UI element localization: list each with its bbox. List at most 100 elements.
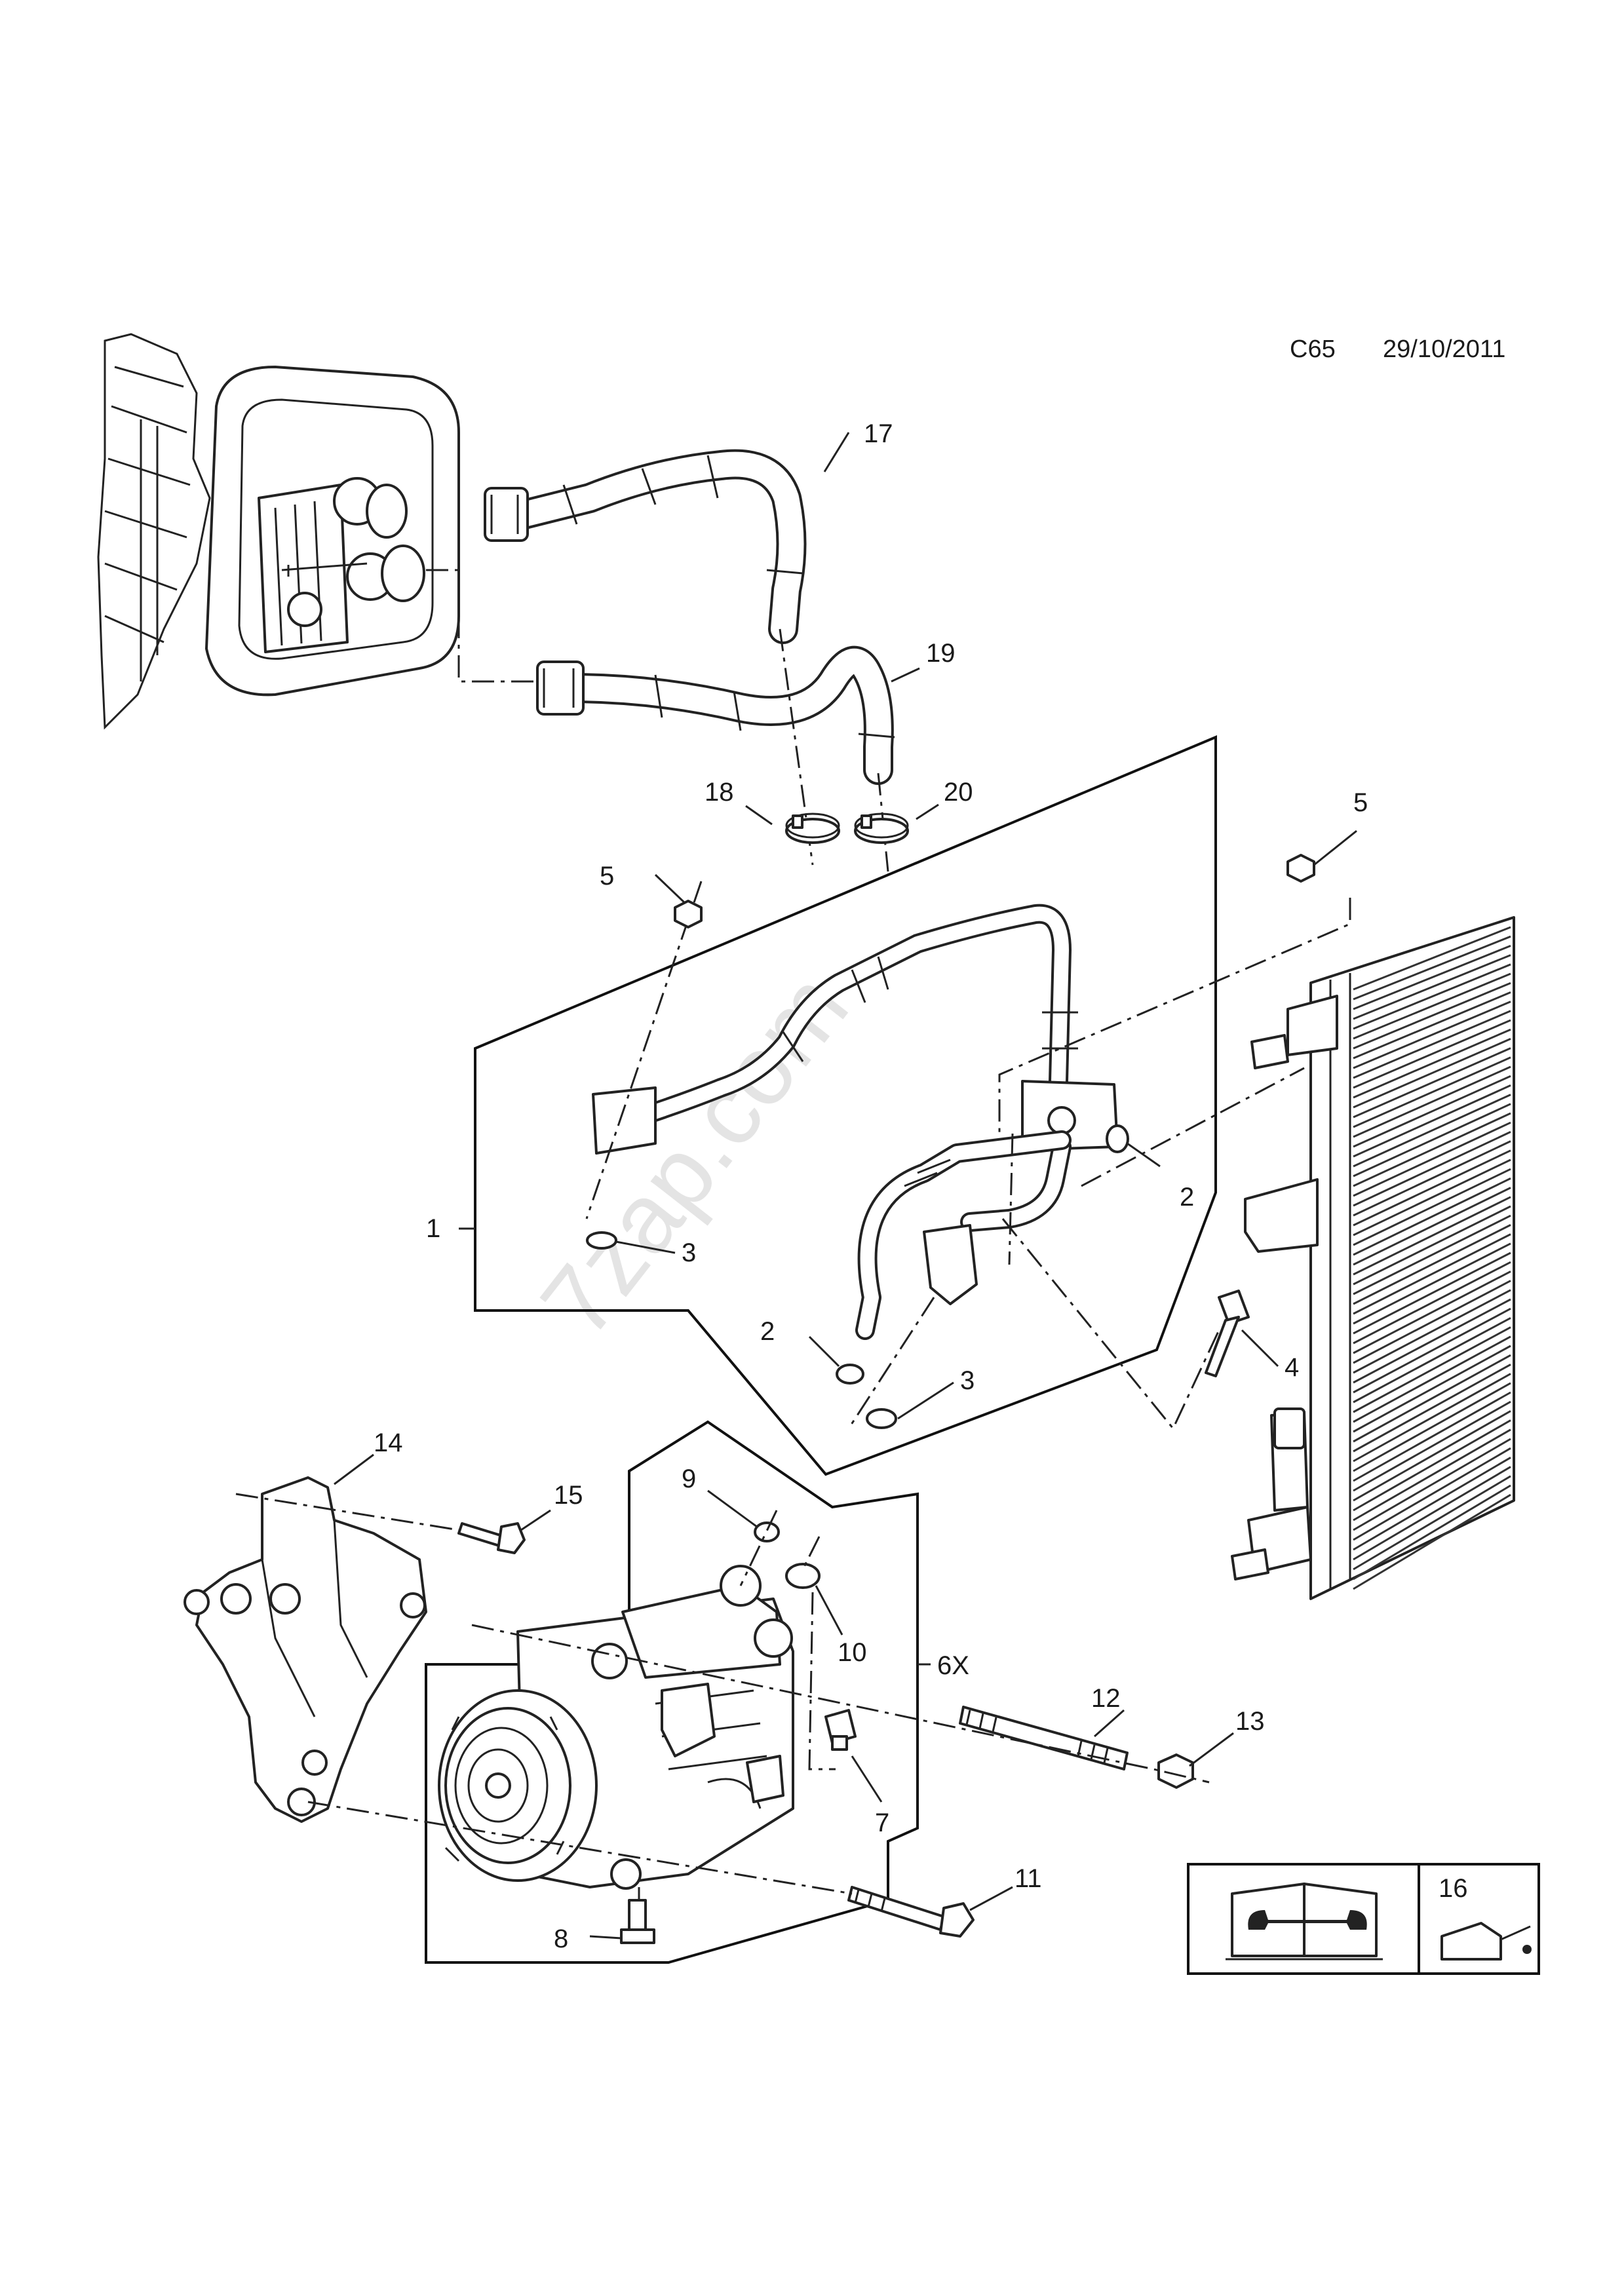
callout-7: 7 (875, 1808, 889, 1837)
callout-5b: 5 (1353, 788, 1368, 817)
callout-20: 20 (944, 778, 973, 807)
condenser-fin (1353, 1028, 1511, 1099)
condenser-fin (1353, 1475, 1511, 1571)
condenser-fin (1353, 972, 1511, 1040)
dash-line-15 (235, 1493, 459, 1531)
callout-1: 1 (426, 1214, 440, 1243)
dash-line-9-10-7 (739, 1510, 836, 1770)
quick-connector-19 (536, 660, 585, 716)
condenser-fin (1353, 954, 1511, 1020)
compressor-bracket-14 (184, 1476, 427, 1823)
fitting-7 (824, 1709, 857, 1751)
o-ring-9 (754, 1521, 780, 1542)
condenser-fin (1353, 926, 1511, 991)
leader-lines (334, 432, 1357, 1940)
condenser-fin (1353, 1177, 1511, 1256)
condenser-fin (1353, 1280, 1511, 1364)
callout-2b: 2 (760, 1317, 775, 1346)
stud-bolt-12 (959, 1706, 1129, 1770)
condenser-fin (1353, 1084, 1511, 1158)
o-ring-2a (1106, 1124, 1129, 1153)
condenser-fin (1353, 1391, 1511, 1482)
condenser-fin (1353, 1345, 1511, 1433)
condenser-fin (1353, 1419, 1511, 1512)
condenser-fin (1353, 1121, 1511, 1197)
ac-compressor (438, 1565, 794, 1890)
condenser-fin (1353, 1298, 1511, 1384)
dash-line-5a (585, 881, 703, 1219)
condenser-fin (1353, 945, 1511, 1010)
o-ring-2b (836, 1364, 864, 1385)
callout-3a: 3 (682, 1238, 696, 1267)
callout-18: 18 (705, 778, 734, 807)
condenser-fin (1353, 1447, 1511, 1541)
nut-5a (674, 900, 703, 928)
condenser-fin (1353, 1047, 1511, 1119)
diagram-date: 29/10/2011 (1383, 335, 1505, 363)
condenser-fin (1353, 1112, 1511, 1187)
condenser-fin (1353, 1354, 1511, 1443)
condenser-fin (1353, 1187, 1511, 1266)
callout-2a: 2 (1180, 1183, 1194, 1212)
condenser-fin (1353, 1466, 1511, 1561)
condenser-fin (1353, 1428, 1511, 1521)
condenser-fin (1353, 1196, 1511, 1276)
condenser-fin (1353, 1224, 1511, 1305)
heater-hose-19 (536, 645, 895, 785)
condenser-fin (1353, 1075, 1511, 1148)
condenser-fin (1353, 1131, 1511, 1207)
callout-12: 12 (1091, 1684, 1121, 1713)
nut-13 (1157, 1753, 1194, 1789)
condenser-fin (1353, 1271, 1511, 1354)
dash-line-bolt-4 (1001, 1218, 1220, 1430)
dash-line-11 (307, 1801, 853, 1895)
condenser-fin (1353, 1149, 1511, 1227)
callout-15: 15 (554, 1481, 583, 1510)
condenser-fin (1353, 1233, 1511, 1315)
condenser-fin (1353, 1158, 1511, 1236)
callout-11: 11 (1015, 1864, 1042, 1893)
condenser-fin (1353, 1019, 1511, 1089)
hose-clamp-20 (854, 813, 909, 844)
callout-3b: 3 (960, 1366, 975, 1395)
condenser-fin (1353, 1317, 1511, 1404)
callout-labels: 17 19 18 20 5 5 1 3 2 2 3 4 14 15 9 10 6… (374, 419, 1468, 1953)
group-frame-compressor (425, 1420, 919, 1964)
condenser-fin (1353, 991, 1511, 1060)
callout-4: 4 (1285, 1353, 1299, 1382)
callout-9: 9 (682, 1464, 696, 1493)
condenser-fin (1353, 963, 1511, 1030)
dash-line-lower-ports (847, 1133, 1014, 1429)
bolt-11 (847, 1886, 975, 1938)
diagram-code: C65 (1290, 335, 1336, 363)
callout-8: 8 (554, 1924, 568, 1953)
callout-14: 14 (374, 1428, 403, 1457)
condenser-fin (1353, 1261, 1511, 1345)
condenser-fin (1353, 1457, 1511, 1551)
dash-line-nut-5b (998, 898, 1351, 1140)
dash-line-pipe-condenser (1081, 1067, 1305, 1187)
bolt-8 (620, 1899, 655, 1944)
condenser-fin (1353, 1001, 1511, 1069)
o-ring-3b (866, 1408, 897, 1429)
bolt-4 (1205, 1290, 1250, 1377)
condenser-fin (1353, 982, 1511, 1050)
condenser-fin (1353, 1242, 1511, 1325)
condenser-fin (1353, 1140, 1511, 1217)
condenser-fin (1353, 1214, 1511, 1295)
condenser-fin (1353, 1038, 1511, 1109)
condenser-fin (1353, 935, 1511, 1001)
condenser-fin (1353, 1205, 1511, 1286)
condenser-fin (1353, 1438, 1511, 1531)
callout-16: 16 (1439, 1874, 1468, 1903)
condenser-fin (1353, 1484, 1511, 1580)
condenser-fin (1353, 1307, 1511, 1394)
callout-6x: 6X (937, 1651, 969, 1680)
legend-box (1187, 1863, 1540, 1975)
condenser-fin (1353, 1326, 1511, 1413)
callout-17: 17 (864, 419, 893, 448)
callout-13: 13 (1235, 1707, 1265, 1736)
condenser-fin (1353, 1056, 1511, 1128)
condenser-fin (1353, 1335, 1511, 1423)
condenser-fin (1353, 1103, 1511, 1177)
